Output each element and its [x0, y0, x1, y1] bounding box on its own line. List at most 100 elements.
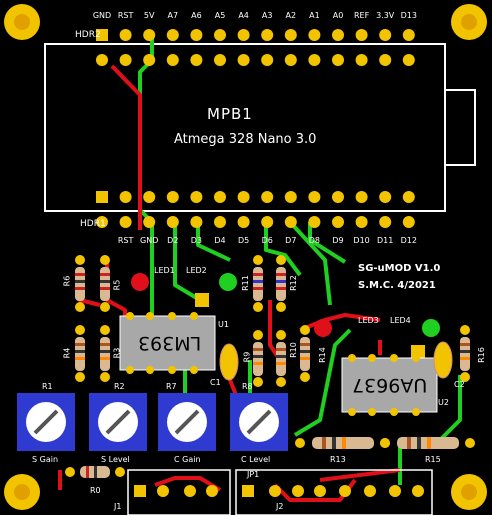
hdr2-pin-label: RST: [117, 11, 134, 20]
hdr1-pad: [402, 191, 415, 203]
bottom-connectors: [127, 469, 433, 515]
potentiometers: [17, 393, 288, 451]
hdr2-pad: [166, 54, 179, 66]
hdr1-pin-label: D7: [285, 236, 297, 245]
hdr2-pad: [143, 54, 156, 66]
u2-part: UA9637: [352, 374, 428, 396]
hdr2-pad: [261, 29, 274, 41]
led1-label: LED1: [154, 266, 175, 275]
r6-label: R6: [62, 275, 72, 287]
jp1-label: JP1: [247, 470, 260, 479]
hdr2-pin-label: 3.3V: [376, 11, 395, 20]
r15-label: R15: [425, 455, 441, 464]
hdr2-pad: [402, 29, 415, 41]
hdr1-pad: [355, 216, 368, 228]
hdr1-pad: [355, 191, 368, 203]
hdr2-pad: [96, 54, 108, 66]
hdr1-pad: [379, 191, 392, 203]
hdr2-pad: [308, 29, 321, 41]
hdr1-pad: [214, 216, 226, 228]
hdr1-pad: [119, 191, 132, 203]
hdr1-pin-label: D6: [261, 236, 273, 245]
hdr2-pad: [237, 54, 250, 66]
r13-label: R13: [330, 455, 346, 464]
c2-label: C2: [454, 380, 465, 389]
hdr2-pin-label: A1: [309, 11, 320, 20]
led4-label: LED4: [390, 316, 411, 325]
hdr2-pin-label: REF: [353, 11, 370, 20]
hdr1-pads: [96, 191, 415, 203]
hdr1-pin-label: D3: [190, 236, 203, 245]
u1-chip: [119, 312, 216, 374]
hdr2-pad: [119, 29, 132, 41]
hdr1-pad: [190, 191, 203, 203]
hdr2-pin-label: A0: [332, 11, 344, 20]
hdr2-pin-label: GND: [92, 11, 112, 20]
pot-r7-ref: R7: [166, 382, 177, 391]
hdr1-pad: [261, 191, 274, 203]
hdr1-pin-label: D12: [400, 236, 417, 245]
hdr1-pad: [237, 216, 250, 228]
j2-label: J2: [276, 502, 284, 511]
hdr1-pad: [284, 191, 297, 203]
horizontal-resistors: [65, 437, 475, 478]
r14-label: R14: [317, 347, 327, 363]
hdr2-pin-label: 5V: [143, 11, 155, 20]
hdr2-pin-label: D13: [400, 11, 417, 20]
hdr2-pad: [190, 54, 203, 66]
u2-ref: U2: [438, 398, 449, 407]
r3-label: R3: [112, 347, 122, 359]
hdr2-pads: [96, 29, 415, 41]
hdr1-pin-label: D10: [353, 236, 370, 245]
hdr1-pad: [379, 216, 392, 228]
hdr2-pad: [332, 29, 344, 41]
hdr1-pad: [166, 191, 179, 203]
hdr1-pin-label: D4: [214, 236, 226, 245]
hdr2-pad: [166, 29, 179, 41]
hdr2-pad: [237, 29, 250, 41]
hdr2-pad: [143, 29, 156, 41]
hdr1-pad: [143, 191, 156, 203]
hdr2-pads-row2: [96, 54, 415, 66]
hdr2-pad: [119, 54, 132, 66]
hdr1-pad: [119, 216, 132, 228]
u1-part: LM393: [138, 332, 202, 354]
hdr2-pad: [214, 54, 226, 66]
hdr2-pin-label: A3: [261, 11, 273, 20]
r9-label: R9: [242, 351, 252, 363]
hdr1-pad: [166, 216, 179, 228]
connector-pads: [134, 485, 424, 497]
hdr2-pin-label: A7: [167, 11, 179, 20]
r16-label: R16: [476, 347, 486, 363]
hdr2-pad: [379, 29, 392, 41]
r10-label: R10: [288, 342, 298, 358]
hdr2-pad: [190, 29, 203, 41]
hdr2-pad: [214, 29, 226, 41]
hdr2-pad: [332, 54, 344, 66]
pot-r8-label: C Level: [241, 455, 271, 464]
hdr1-pad: [284, 216, 297, 228]
hdr1-pad: [143, 216, 156, 228]
board-title: SG-uMOD V1.0: [358, 263, 441, 274]
board-date: S.M.C. 4/2021: [358, 280, 436, 291]
hdr1-pin-label: D11: [377, 236, 394, 245]
vertical-resistors: [75, 255, 470, 387]
hdr1-pad: [332, 191, 344, 203]
hdr2-pad: [284, 54, 297, 66]
pot-r2-ref: R2: [114, 382, 125, 391]
hdr2-pad: [355, 54, 368, 66]
hdr1-pin-label: D5: [237, 236, 250, 245]
hdr1-pads-row2: [96, 216, 415, 228]
hdr2-pad: [284, 29, 297, 41]
pot-r2-label: S Level: [101, 455, 130, 464]
hdr1-pad: [332, 216, 344, 228]
hdr1-pad: [96, 191, 108, 203]
hdr2-pin-label: A4: [238, 11, 249, 20]
hdr1-pad: [214, 191, 226, 203]
hdr1-pin-label: D2: [167, 236, 179, 245]
u2-chip: [341, 354, 438, 416]
hdr1-pad: [261, 216, 274, 228]
pot-r7-label: C Gain: [174, 455, 201, 464]
module-name: Atmega 328 Nano 3.0: [174, 132, 317, 147]
capacitors: [219, 341, 453, 381]
